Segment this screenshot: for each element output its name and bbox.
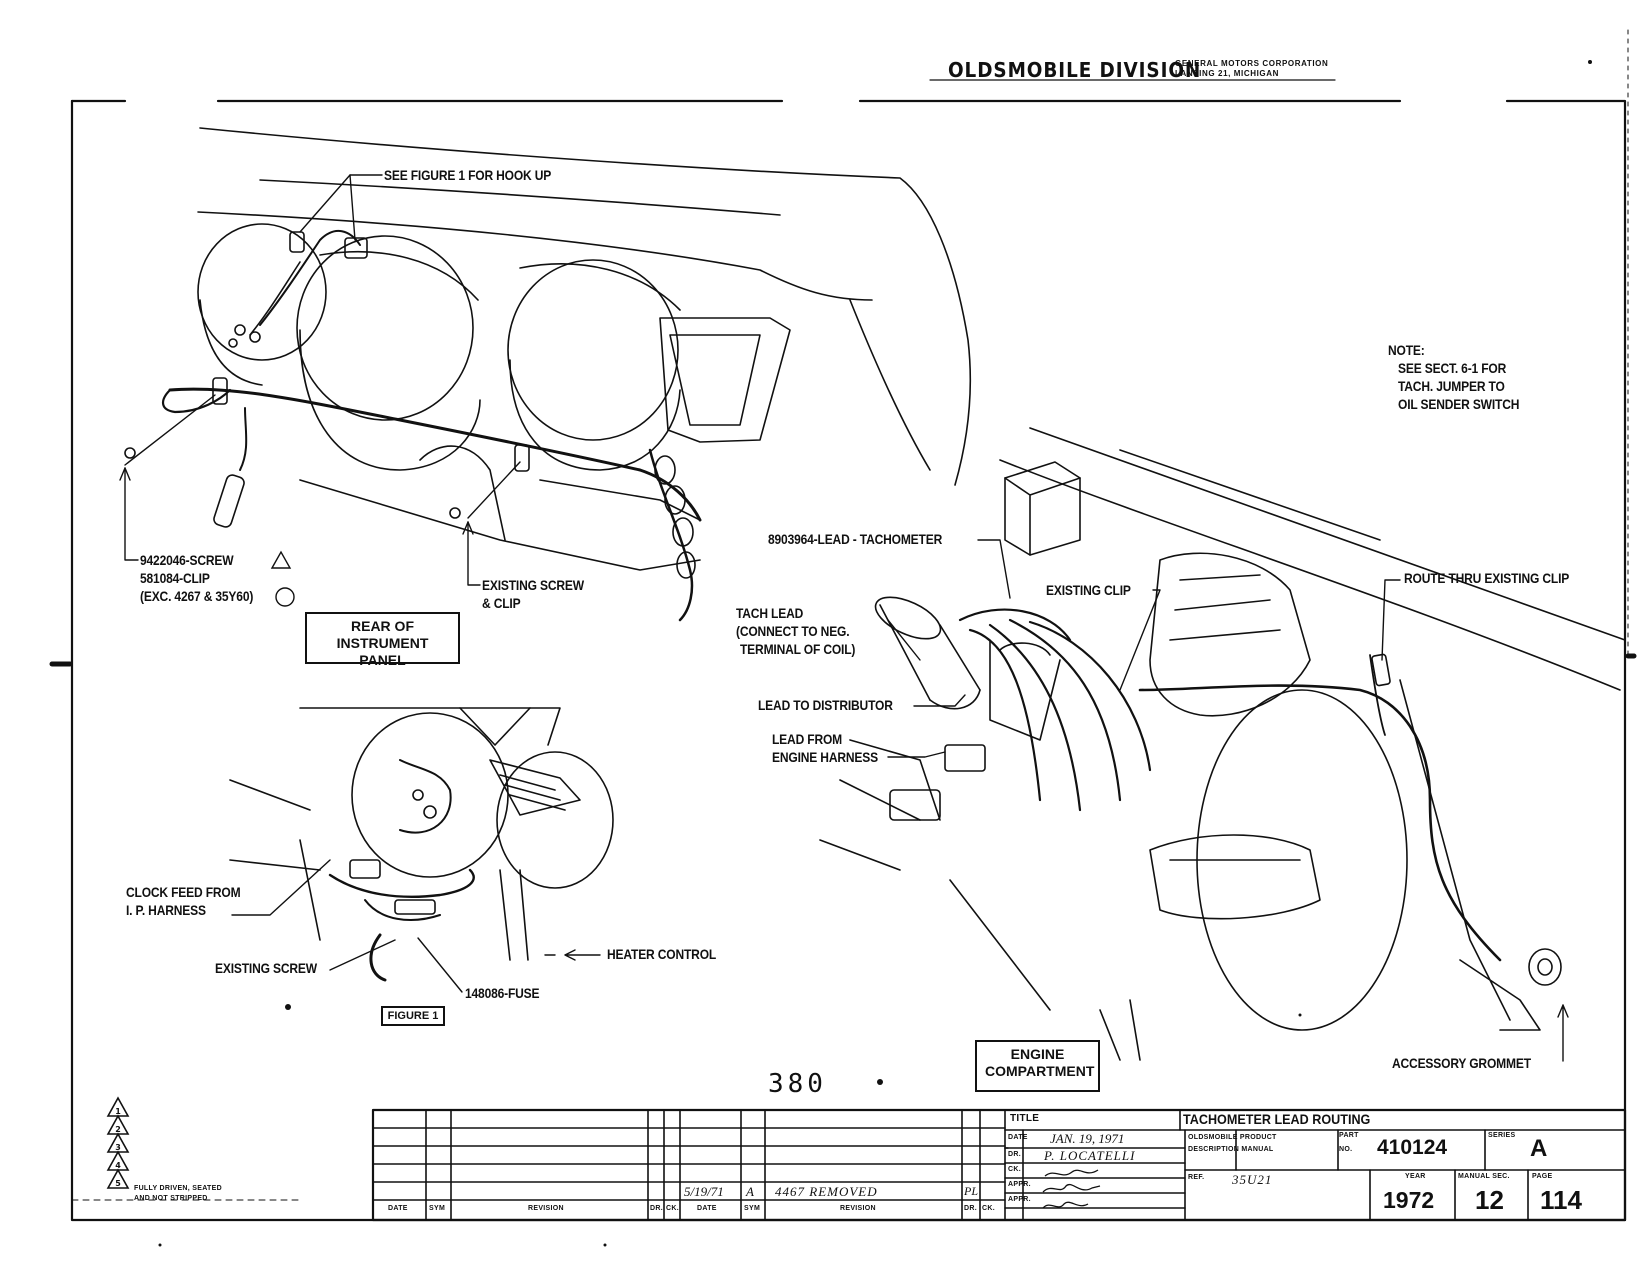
drawn-by: P. LOCATELLI: [1044, 1148, 1136, 1163]
drawing-title: TACHOMETER LEAD ROUTING: [1183, 1111, 1371, 1127]
manual-line-1: OLDSMOBILE PRODUCT: [1188, 1134, 1277, 1141]
handwritten-signatures: [1042, 1169, 1101, 1209]
label-figure-1: FIGURE 1: [381, 1006, 445, 1026]
revision-entry-text: 4467 REMOVED: [775, 1184, 878, 1199]
legend-symbol: 3: [115, 1143, 121, 1152]
legend-symbol: 1: [115, 1107, 121, 1116]
label-rear-instrument-panel: REAR OF INSTRUMENT PANEL: [305, 612, 460, 668]
callout-lead-distributor: LEAD TO DISTRIBUTOR: [758, 697, 893, 713]
part-label: PART: [1339, 1132, 1359, 1139]
revision-header-dr-2: DR.: [964, 1205, 977, 1212]
callout-heater-control: HEATER CONTROL: [607, 946, 717, 962]
year-label: YEAR: [1405, 1173, 1426, 1180]
callout-existing-clip: EXISTING CLIP: [1046, 582, 1131, 598]
engine-illustration: [819, 427, 1626, 1061]
callout-clock-feed: CLOCK FEED FROM: [126, 884, 241, 900]
instrument-panel-illustration: [124, 127, 972, 622]
series-value: A: [1530, 1135, 1548, 1162]
revision-circle-icon: [275, 587, 295, 607]
callout-fuse: 148086-FUSE: [465, 985, 540, 1001]
date-label: DATE: [1008, 1134, 1028, 1141]
note-line-3: TACH. JUMPER TO: [1398, 378, 1505, 394]
rear-panel-line-2: INSTRUMENT PANEL: [336, 635, 429, 668]
corporation-line-1: GENERAL MOTORS CORPORATION: [1175, 59, 1329, 68]
callout-lead-tachometer: 8903964-LEAD - TACHOMETER: [768, 531, 943, 547]
ref-label: REF.: [1188, 1174, 1205, 1181]
revision-header-date-2: DATE: [697, 1205, 717, 1212]
manual-sec-value: 12: [1475, 1185, 1504, 1215]
callout-tach-lead-2: (CONNECT TO NEG.: [736, 623, 850, 639]
part-no-label: NO.: [1339, 1146, 1353, 1153]
panel-leaders: [119, 174, 521, 586]
callout-accessory-grommet: ACCESSORY GROMMET: [1392, 1055, 1531, 1071]
callout-screw-part: 9422046-SCREW: [140, 552, 234, 568]
callout-existing-screw-clip: EXISTING SCREW: [482, 577, 584, 593]
figure1-illustration: [229, 707, 614, 982]
ref-value: 35U21: [1232, 1172, 1273, 1187]
sheet-page-number: 380: [768, 1069, 827, 1099]
revision-entry-sym: A: [746, 1184, 754, 1199]
corporation-header: GENERAL MOTORS CORPORATION LANSING 21, M…: [1175, 59, 1328, 79]
page-value: 114: [1540, 1185, 1582, 1215]
scan-specks: [158, 60, 1592, 1247]
callout-ip-harness: I. P. HARNESS: [126, 902, 206, 918]
revision-entry-date: 5/19/71: [684, 1184, 724, 1199]
legend-note-line-1: FULLY DRIVEN, SEATED: [134, 1185, 222, 1192]
callout-engine-harness: ENGINE HARNESS: [772, 749, 878, 765]
callout-route-thru-clip: ROUTE THRU EXISTING CLIP: [1404, 570, 1570, 586]
revision-entry-dr: PL: [964, 1184, 979, 1198]
year-value: 1972: [1383, 1187, 1435, 1213]
callout-existing-screw-clip-2: & CLIP: [482, 595, 521, 611]
drawing-date: JAN. 19, 1971: [1050, 1131, 1125, 1146]
callout-see-figure: SEE FIGURE 1 FOR HOOK UP: [384, 167, 552, 183]
revision-header-date: DATE: [388, 1205, 408, 1212]
legend-note-line-2: AND NOT STRIPPED: [134, 1195, 208, 1202]
callout-lead-from: LEAD FROM: [772, 731, 843, 747]
manual-line-2: DESCRIPTION MANUAL: [1188, 1146, 1274, 1153]
revision-header-ck-2: CK.: [982, 1205, 995, 1212]
note-heading: NOTE:: [1388, 342, 1425, 358]
callout-clip-part: 581084-CLIP: [140, 570, 210, 586]
note-line-2: SEE SECT. 6-1 FOR: [1398, 360, 1507, 376]
callout-tach-lead-3: TERMINAL OF COIL): [740, 641, 856, 657]
callout-tach-lead: TACH LEAD: [736, 605, 804, 621]
rear-panel-line-1: REAR OF: [351, 618, 414, 634]
note-line-4: OIL SENDER SWITCH: [1398, 396, 1520, 412]
legend-symbol: 5: [115, 1179, 121, 1188]
approved-label: APPR.: [1008, 1181, 1031, 1188]
checked-label: CK.: [1008, 1166, 1021, 1173]
revision-header-sym-2: SYM: [744, 1205, 761, 1212]
engine-compartment-line-2: COMPARTMENT: [985, 1063, 1095, 1079]
drawn-by-label: DR.: [1008, 1151, 1021, 1158]
division-header: OLDSMOBILE DIVISION: [948, 58, 1202, 82]
legend-symbol: 4: [115, 1161, 121, 1170]
callout-clip-exception: (EXC. 4267 & 35Y60): [140, 588, 254, 604]
revision-triangle-icon: [270, 550, 292, 569]
legend-symbol: 2: [115, 1125, 121, 1134]
page-label: PAGE: [1532, 1173, 1553, 1180]
label-engine-compartment: ENGINE COMPARTMENT: [975, 1040, 1100, 1092]
series-label: SERIES: [1488, 1132, 1516, 1139]
legend-triangle-5-icon: [106, 1168, 130, 1189]
callout-existing-screw: EXISTING SCREW: [215, 960, 317, 976]
corporation-line-2: LANSING 21, MICHIGAN: [1175, 69, 1280, 78]
title-label: TITLE: [1010, 1113, 1040, 1124]
engine-compartment-line-1: ENGINE: [1010, 1046, 1065, 1062]
revision-header-ck: CK.: [666, 1205, 679, 1212]
revision-header-sym: SYM: [429, 1205, 446, 1212]
figure1-leaders: [231, 859, 601, 993]
revision-header-dr: DR.: [650, 1205, 663, 1212]
approved-label-2: APPR.: [1008, 1196, 1031, 1203]
revision-header-revision-2: REVISION: [840, 1205, 876, 1212]
legend-triangles: [106, 1096, 130, 1189]
title-block-grid: [371, 1108, 1627, 1222]
part-number: 410124: [1377, 1136, 1448, 1159]
engine-leaders: [887, 539, 1569, 1062]
revision-header-revision: REVISION: [528, 1205, 564, 1212]
manual-sec-label: MANUAL SEC.: [1458, 1173, 1510, 1180]
